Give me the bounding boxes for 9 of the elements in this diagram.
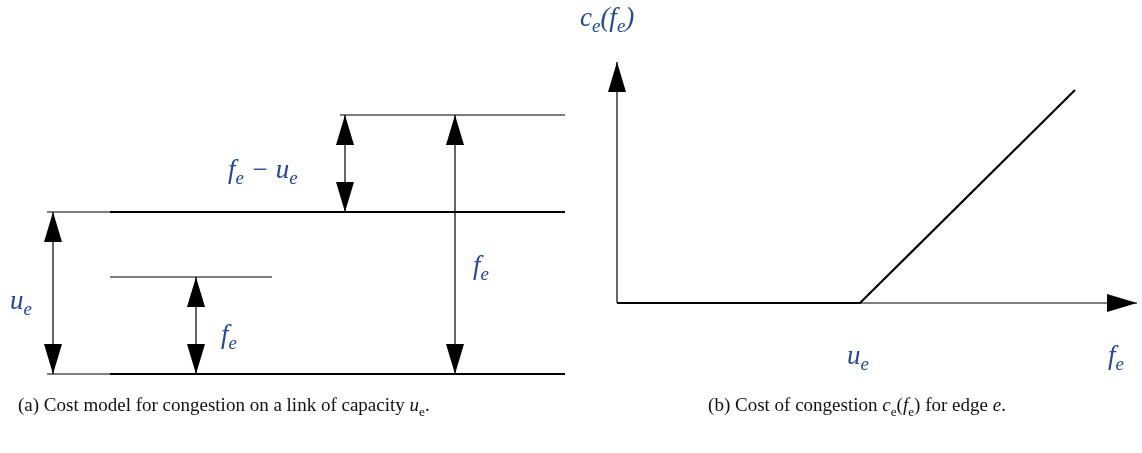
dimension-label: f$_{e}$ [221, 321, 237, 354]
tick-label: u$_{e}$ [847, 342, 869, 375]
dimension-label: f$_{e}$ [473, 252, 489, 285]
figure-caption: (b) Cost of congestion c$_{e}$(f$_{e}$) for edge e. [707, 393, 1007, 421]
axis-label: f$_{e}$ [1108, 342, 1124, 375]
dimension-label: f$_{e}$ − u$_{e}$ [228, 156, 298, 189]
axis-label: c$_{e}$(f$_{e}$) [580, 4, 635, 37]
figure-caption: (a) Cost model for congestion on a link of capacity u$_{e}$. [18, 393, 431, 421]
dimension-label: u$_{e}$ [10, 287, 32, 320]
